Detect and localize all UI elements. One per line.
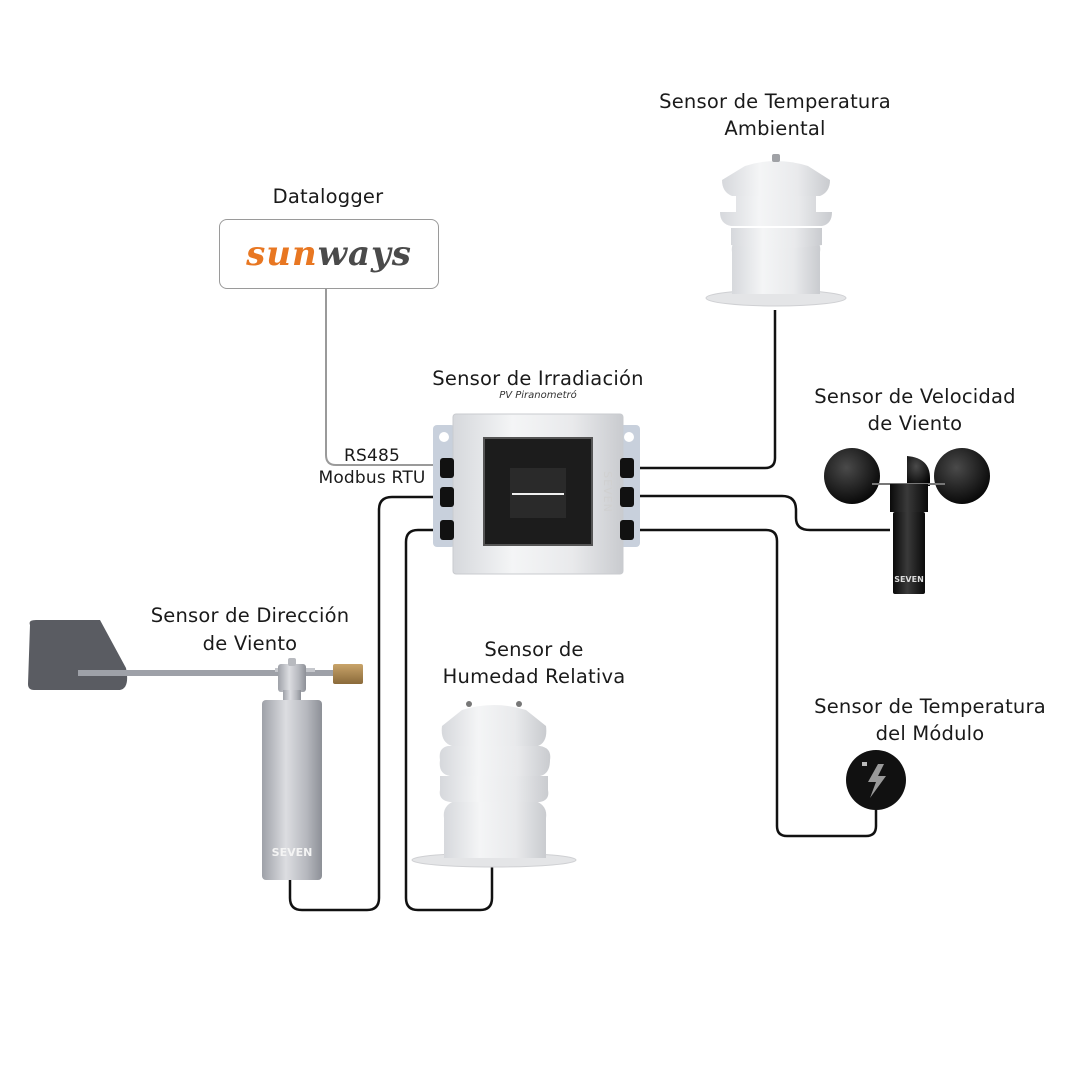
- wind-speed-label-line2: de Viento: [867, 412, 963, 435]
- module-temp-label-line1: Sensor de Temperatura: [814, 695, 1046, 718]
- humidity-sensor-device: [411, 701, 577, 868]
- logo-part-sun: sun: [246, 234, 318, 274]
- sunways-logo: sunways: [246, 234, 412, 274]
- irradiance-sensor-device: SEVEN: [433, 413, 640, 575]
- ambient-temp-label-line2: Ambiental: [724, 117, 826, 140]
- irradiance-sensor-label: Sensor de Irradiación: [432, 367, 644, 390]
- wind-speed-sensor-device: SEVEN: [824, 448, 990, 594]
- wind-direction-label-line2: de Viento: [202, 632, 298, 655]
- ambient-temp-label-line1: Sensor de Temperatura: [659, 90, 891, 113]
- lightning-icon: [868, 764, 886, 798]
- datalogger-label: Datalogger: [272, 185, 384, 208]
- irradiance-brand-mark: SEVEN: [601, 471, 614, 513]
- cable-wind-direction: [288, 495, 440, 912]
- module-temp-sensor-device: [846, 750, 906, 810]
- humidity-label-line2: Humedad Relativa: [442, 665, 626, 688]
- module-temp-label-line2: del Módulo: [875, 722, 985, 745]
- logo-part-ways: ways: [317, 234, 412, 274]
- cable-humidity: [404, 528, 494, 912]
- protocol-line1: RS485: [343, 446, 401, 466]
- cable-module-temp: [632, 528, 878, 838]
- ambient-temp-sensor-device: [705, 154, 847, 307]
- wind-speed-brand-mark: SEVEN: [894, 575, 924, 584]
- rs485-cable: [325, 288, 440, 466]
- protocol-line2: Modbus RTU: [318, 468, 426, 488]
- wind-direction-sensor-device: SEVEN: [28, 620, 363, 880]
- wind-speed-label-line1: Sensor de Velocidad: [814, 385, 1016, 408]
- humidity-label-line1: Sensor de: [484, 638, 584, 661]
- cable-ambient-temp: [632, 310, 777, 470]
- wind-direction-brand-mark: SEVEN: [272, 846, 313, 859]
- wind-direction-label-line1: Sensor de Dirección: [150, 604, 350, 627]
- datalogger-box[interactable]: sunways: [219, 219, 439, 289]
- cable-wind-speed: [632, 494, 890, 532]
- irradiance-sensor-sublabel: PV Piranometró: [499, 390, 577, 401]
